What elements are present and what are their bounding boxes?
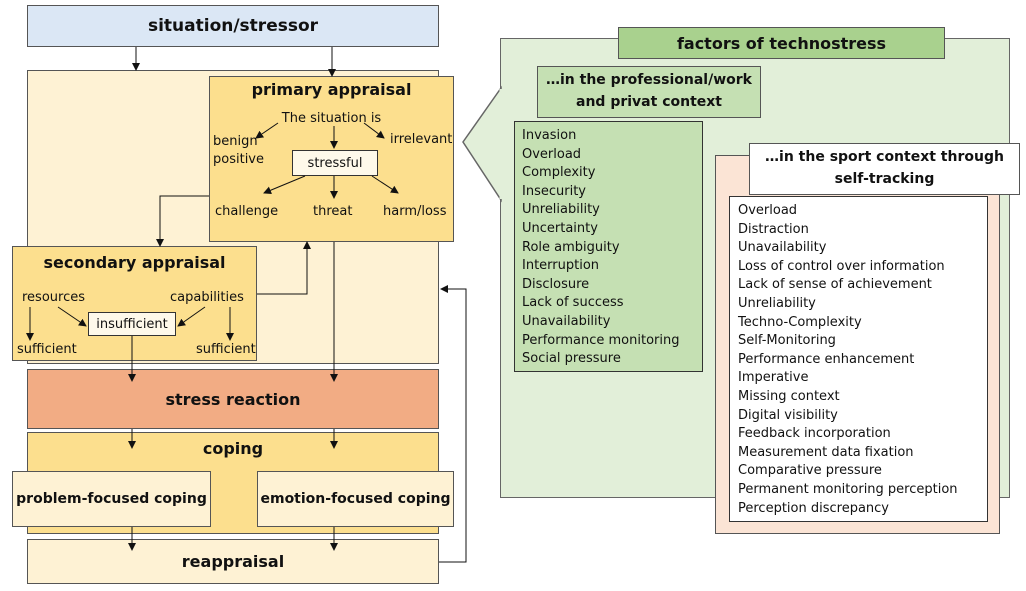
work-factor-item: Social pressure — [522, 351, 621, 367]
benign-label: benign — [213, 134, 258, 149]
sport-factor-item: Comparative pressure — [738, 463, 882, 479]
sport-factor-item: Missing context — [738, 388, 840, 404]
work-factor-item: Performance monitoring — [522, 332, 680, 348]
threat-label: threat — [313, 204, 353, 219]
secondary-appraisal-box — [12, 246, 257, 361]
sport-context-header: …in the sport context through self-track… — [749, 143, 1020, 195]
reappraisal-box: reappraisal — [27, 539, 439, 584]
sport-factor-item: Distraction — [738, 221, 809, 237]
emotion-focused-coping-label: emotion-focused coping — [260, 491, 451, 507]
secondary-appraisal-title: secondary appraisal — [43, 253, 226, 272]
resources-label: resources — [22, 290, 86, 305]
work-context-header: …in the professional/work and privat con… — [537, 66, 761, 118]
coping-title: coping — [202, 439, 264, 458]
sport-factor-item: Perception discrepancy — [738, 500, 890, 516]
sport-factor-item: Self-Monitoring — [738, 333, 836, 349]
stressful-label: stressful — [307, 155, 363, 171]
sport-factor-item: Measurement data fixation — [738, 444, 914, 460]
work-header-line2: and privat context — [576, 94, 722, 110]
situation-stressor-label: situation/stressor — [147, 16, 319, 36]
work-factor-item: Overload — [522, 146, 582, 162]
factors-title: factors of technostress — [676, 33, 887, 53]
challenge-label: challenge — [215, 204, 279, 219]
reappraisal-label: reappraisal — [181, 552, 285, 571]
sport-factor-item: Techno-Complexity — [738, 314, 862, 330]
capabilities-label: capabilities — [170, 290, 244, 305]
primary-appraisal-title: primary appraisal — [251, 80, 412, 99]
sport-factor-item: Digital visibility — [738, 407, 838, 423]
sport-factor-item: Lack of sense of achievement — [738, 277, 932, 293]
problem-focused-coping-box: problem-focused coping — [12, 471, 211, 527]
work-factor-item: Invasion — [522, 128, 577, 143]
situation-is-label: The situation is — [281, 111, 382, 126]
sufficient-right-label: sufficient — [196, 342, 256, 357]
sport-factor-item: Loss of control over information — [738, 258, 945, 274]
insufficient-label: insufficient — [96, 316, 168, 332]
stressful-box: stressful — [292, 150, 378, 176]
sport-header-line2: self-tracking — [834, 171, 935, 187]
positive-label: positive — [213, 152, 264, 167]
work-factor-item: Role ambiguity — [522, 239, 620, 255]
problem-focused-coping-label: problem-focused coping — [16, 491, 207, 507]
work-header-line1: …in the professional/work — [546, 72, 752, 88]
work-factor-item: Complexity — [522, 165, 596, 181]
work-factor-item: Insecurity — [522, 183, 586, 199]
work-factor-item: Unavailability — [522, 313, 611, 329]
stress-reaction-box: stress reaction — [27, 369, 439, 429]
sport-factor-item: Permanent monitoring perception — [738, 481, 958, 497]
work-factor-item: Disclosure — [522, 276, 590, 292]
work-factor-item: Unreliability — [522, 202, 600, 218]
work-factor-item: Interruption — [522, 258, 600, 274]
sport-factor-item: Unavailability — [738, 240, 827, 256]
sport-header-line1: …in the sport context through — [765, 149, 1004, 165]
sufficient-left-label: sufficient — [17, 342, 77, 357]
emotion-focused-coping-box: emotion-focused coping — [257, 471, 454, 527]
work-factor-item: Lack of success — [522, 295, 624, 311]
sport-factor-item: Unreliability — [738, 295, 816, 311]
situation-stressor-box: situation/stressor — [27, 5, 439, 47]
sport-factor-item: Feedback incorporation — [738, 426, 891, 442]
insufficient-box: insufficient — [88, 312, 176, 336]
work-factor-item: Uncertainty — [522, 220, 598, 236]
sport-factor-item: Imperative — [738, 370, 809, 386]
factors-title-box: factors of technostress — [618, 27, 945, 59]
sport-factor-item: Performance enhancement — [738, 351, 915, 367]
irrelevant-label: irrelevant — [390, 132, 453, 147]
stress-reaction-label: stress reaction — [165, 389, 301, 409]
harm-loss-label: harm/loss — [383, 204, 447, 219]
sport-factor-item: Overload — [738, 203, 798, 218]
